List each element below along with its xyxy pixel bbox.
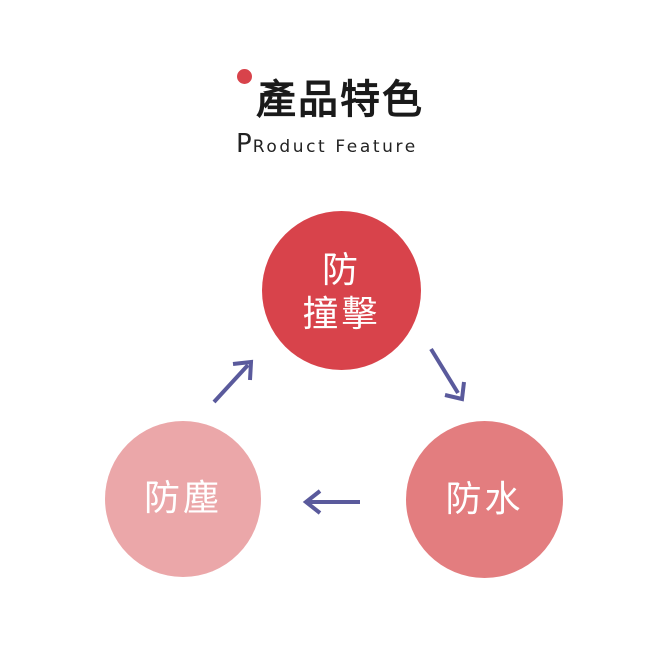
feature-node-impact: 防 撞擊 bbox=[262, 211, 421, 370]
page-subtitle: PRoduct Feature bbox=[236, 130, 418, 161]
accent-dot-icon bbox=[237, 69, 252, 84]
feature-label-water: 防水 bbox=[445, 478, 524, 520]
feature-node-water: 防水 bbox=[406, 421, 563, 578]
feature-node-dust: 防塵 bbox=[105, 421, 261, 577]
feature-label-dust: 防塵 bbox=[143, 478, 222, 519]
header: 產品特色 PRoduct Feature bbox=[0, 0, 650, 170]
feature-label-impact: 防 撞擊 bbox=[302, 249, 381, 335]
page-title: 產品特色 bbox=[256, 77, 424, 123]
arrow-impact-to-water-icon bbox=[429, 347, 466, 402]
arrow-dust-to-impact-icon bbox=[212, 359, 254, 404]
subtitle-initial: P bbox=[236, 129, 253, 159]
subtitle-text: Roduct Feature bbox=[252, 137, 418, 157]
arrow-water-to-dust-icon bbox=[302, 489, 360, 515]
